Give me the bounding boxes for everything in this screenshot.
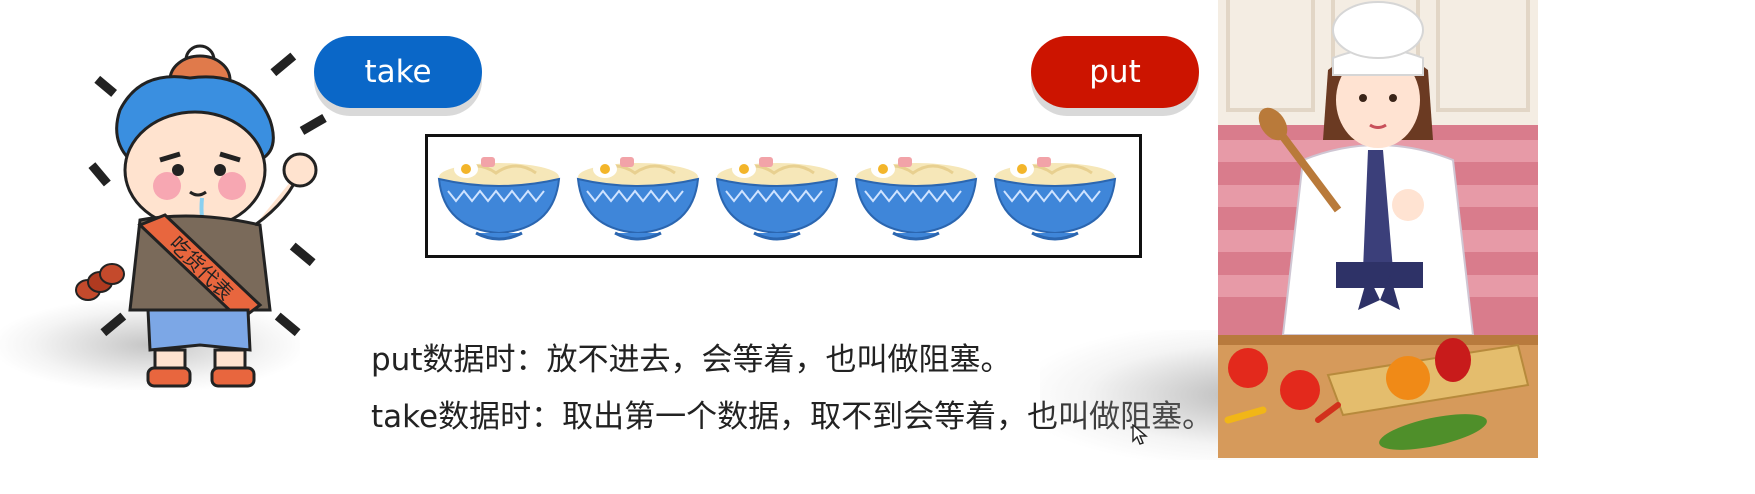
noodle-bowl-icon (575, 149, 701, 249)
take-button[interactable]: take (314, 36, 482, 108)
foodie-consumer-illustration: 吃货代表 (0, 20, 340, 400)
mouse-cursor-icon (1132, 423, 1148, 446)
chef-producer-illustration (1218, 0, 1538, 458)
blocking-queue (425, 134, 1142, 258)
noodle-bowl-icon (853, 149, 979, 249)
noodle-bowl-icon (992, 149, 1118, 249)
put-button[interactable]: put (1031, 36, 1199, 108)
put-explanation: put数据时：放不进去，会等着，也叫做阻塞。 (371, 342, 1012, 378)
chef-shadow (1040, 330, 1250, 460)
noodle-bowl-icon (436, 149, 562, 249)
noodle-bowl-icon (714, 149, 840, 249)
